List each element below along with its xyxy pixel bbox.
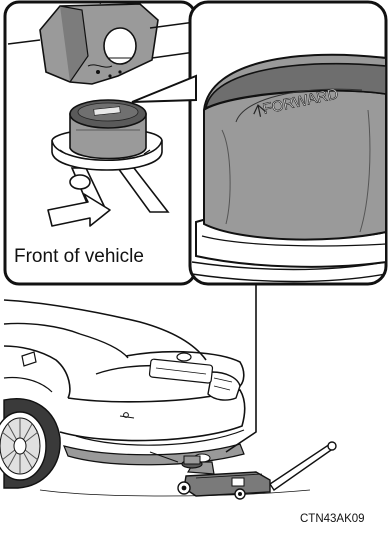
floor-jack — [178, 442, 336, 499]
jack-pad-magnified — [204, 55, 386, 240]
left-callout-panel — [5, 0, 195, 284]
front-of-vehicle-label: Front of vehicle — [14, 244, 186, 270]
rear-wheel — [0, 399, 60, 488]
vehicle-rear-illustration — [0, 300, 310, 496]
figure-code: CTN43AK09 — [300, 512, 388, 526]
right-magnified-panel: FORWARD — [190, 2, 386, 284]
